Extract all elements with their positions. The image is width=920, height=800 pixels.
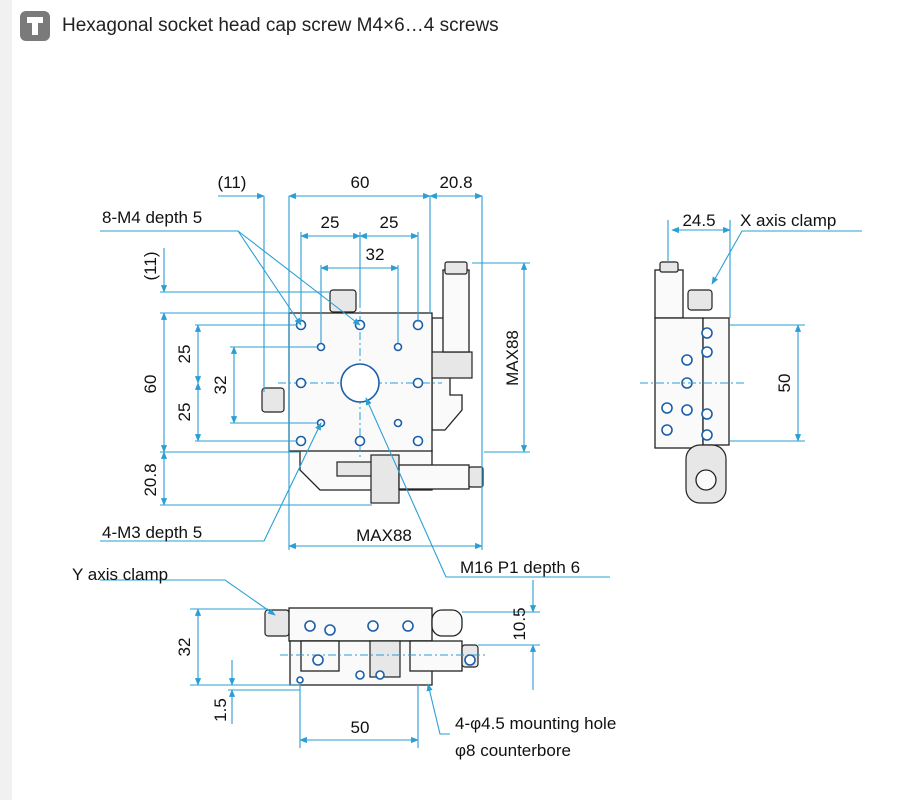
dim-25-a: 25: [321, 213, 340, 232]
dim-max88-bottom: MAX88: [356, 526, 412, 545]
label-counterbore: φ8 counterbore: [455, 741, 571, 760]
top-view: (11) 60 20.8 25 25 32 8-M4 depth 5 4-M3 …: [100, 173, 610, 578]
y-micrometer-thimble: [468, 466, 484, 488]
screw-note-text: Hexagonal socket head cap screw M4×6…4 s…: [62, 15, 499, 36]
dim-25-left-a: 25: [175, 345, 194, 364]
dim-32-top: 32: [366, 245, 385, 264]
dim-60-left: 60: [141, 375, 160, 394]
x-micrometer-thimble: [444, 261, 468, 275]
label-m16: M16 P1 depth 6: [460, 558, 580, 577]
y-micrometer-sleeve: [398, 464, 470, 490]
dim-20-8-top: 20.8: [439, 173, 472, 192]
dim-25-left-b: 25: [175, 403, 194, 422]
front-view: Y axis clamp 32 1.5 10.5 50 4-φ4.5 mount…: [72, 565, 616, 760]
left-clamp-screw: [261, 387, 285, 413]
label-8-m4: 8-M4 depth 5: [102, 208, 202, 227]
label-mounting-hole: 4-φ4.5 mounting hole: [455, 714, 616, 733]
front-micrometer: [409, 640, 463, 672]
dim-25-b: 25: [380, 213, 399, 232]
page-left-rule: [0, 0, 12, 800]
dim-max88-right: MAX88: [503, 330, 522, 386]
label-x-clamp: X axis clamp: [740, 211, 836, 230]
x-micrometer-housing: [427, 351, 473, 379]
front-clamp-screw: [264, 609, 290, 637]
top-clamp-screw: [329, 289, 357, 313]
center-hole: [340, 363, 380, 403]
dim-1-5: 1.5: [211, 698, 230, 722]
dim-32-left: 32: [211, 376, 230, 395]
y-micrometer-housing: [370, 454, 400, 504]
screw-icon: [20, 11, 50, 41]
front-right-knob: [431, 609, 463, 637]
dim-60-top: 60: [351, 173, 370, 192]
side-screws: [661, 327, 713, 441]
side-micrometer: [654, 269, 684, 319]
dim-11-top: (11): [218, 173, 247, 192]
dim-20-8-left: 20.8: [141, 463, 160, 496]
dim-11-left: (11): [141, 252, 160, 281]
label-y-clamp: Y axis clamp: [72, 565, 168, 584]
front-screws: [296, 620, 476, 684]
side-upper-body: [702, 317, 730, 446]
dim-50-side: 50: [775, 374, 794, 393]
side-clamp-screw: [687, 289, 713, 311]
dim-24-5: 24.5: [682, 211, 715, 230]
dim-50-front: 50: [351, 718, 370, 737]
x-micrometer-sleeve: [442, 269, 470, 353]
screw-note-header: Hexagonal socket head cap screw M4×6…4 s…: [20, 10, 499, 42]
label-4-m3: 4-M3 depth 5: [102, 523, 202, 542]
dim-10-5: 10.5: [510, 607, 529, 640]
side-view: 24.5 X axis clamp 50: [640, 211, 862, 504]
dim-32-front: 32: [175, 638, 194, 657]
